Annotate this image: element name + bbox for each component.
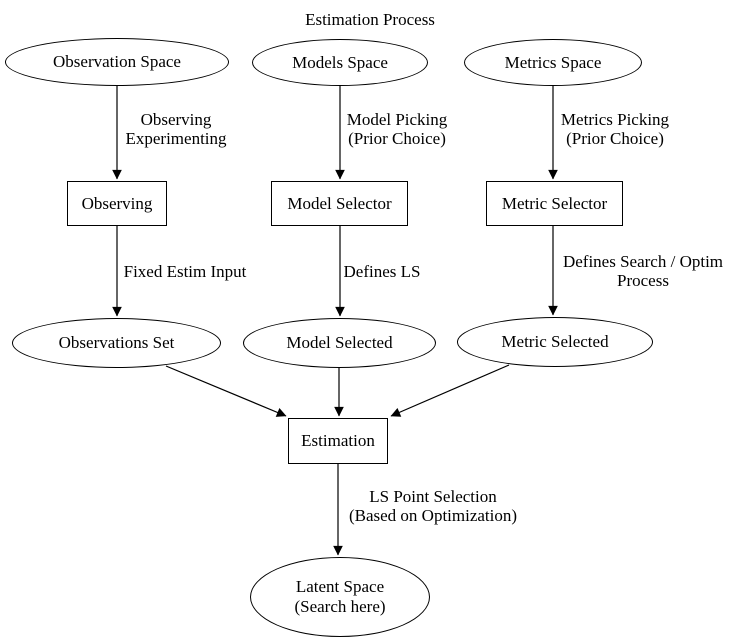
- node-models-space: Models Space: [252, 39, 428, 86]
- node-observing: Observing: [67, 181, 167, 226]
- node-metric-selector-label: Metric Selector: [501, 193, 608, 213]
- edge-label-metrics-picking: Metrics Picking (Prior Choice): [560, 110, 670, 148]
- node-observing-label: Observing: [81, 193, 153, 213]
- node-observations-set-label: Observations Set: [58, 333, 175, 352]
- edge-label-defines-ls: Defines LS: [343, 262, 421, 281]
- node-metric-selector: Metric Selector: [486, 181, 623, 226]
- node-metric-selected: Metric Selected: [457, 317, 653, 367]
- edge-metric-selected-to-estimation: [390, 364, 510, 417]
- node-models-space-label: Models Space: [292, 52, 388, 72]
- node-model-selector-label: Model Selector: [287, 193, 392, 213]
- edge-label-ls-point-selection: LS Point Selection (Based on Optimizatio…: [348, 487, 518, 525]
- node-latent-space: Latent Space (Search here): [250, 557, 430, 637]
- edge-label-observing-experimenting: Observing Experimenting: [125, 110, 227, 148]
- node-observation-space-label: Observation Space: [53, 52, 181, 71]
- edge-observations-set-to-estimation: [165, 365, 287, 417]
- node-estimation-label: Estimation: [301, 431, 375, 450]
- node-metric-selected-label: Metric Selected: [501, 332, 609, 351]
- node-metrics-space: Metrics Space: [464, 39, 642, 86]
- edge-label-defines-search-optim: Defines Search / Optim Process: [562, 252, 724, 290]
- node-estimation: Estimation: [288, 418, 388, 464]
- node-model-selected: Model Selected: [243, 318, 436, 368]
- edge-label-model-picking: Model Picking (Prior Choice): [346, 110, 448, 148]
- node-observation-space: Observation Space: [5, 38, 229, 86]
- node-metrics-space-label: Metrics Space: [504, 52, 602, 72]
- node-observations-set: Observations Set: [12, 318, 221, 368]
- node-model-selected-label: Model Selected: [286, 333, 393, 352]
- diagram-title: Estimation Process: [305, 10, 435, 29]
- node-model-selector: Model Selector: [271, 181, 408, 226]
- node-latent-space-label: Latent Space (Search here): [294, 577, 386, 616]
- edge-label-fixed-estim-input: Fixed Estim Input: [123, 262, 247, 281]
